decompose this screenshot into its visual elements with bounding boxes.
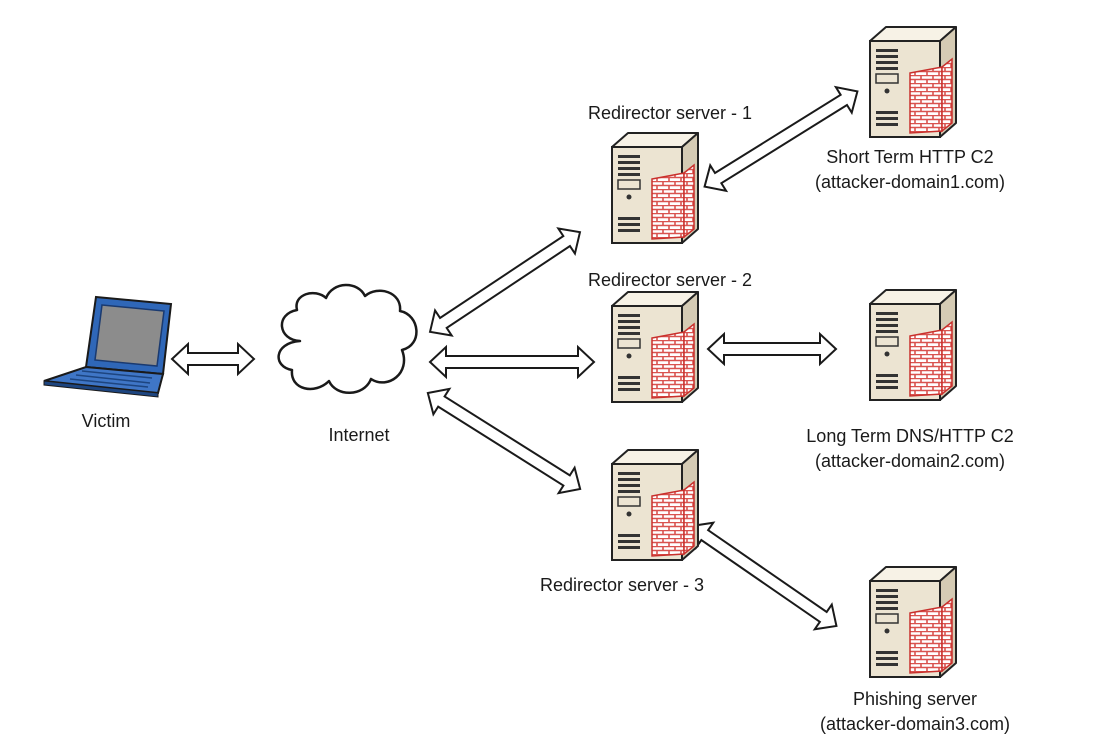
redirector-2-label: Redirector server - 2 (587, 270, 753, 290)
phishing-server-label: Phishing server (attacker-domain3.com) (795, 687, 1035, 737)
short-term-c2-name: Short Term HTTP C2 (826, 147, 994, 167)
internet-label: Internet (328, 425, 390, 445)
redirector-1-server-icon (611, 132, 699, 244)
phishing-server-domain: (attacker-domain3.com) (819, 714, 1011, 734)
redirector-3-server-icon (611, 449, 699, 561)
short-term-c2-server-icon (869, 26, 957, 138)
cloud-icon (277, 283, 418, 394)
arrow-redirector2-long-c2 (706, 331, 838, 367)
arrow-redirector3-phishing (690, 521, 838, 631)
phishing-server-icon (869, 566, 957, 678)
short-term-c2-label: Short Term HTTP C2 (attacker-domain1.com… (790, 145, 1030, 195)
arrow-victim-internet (170, 341, 256, 377)
phishing-server-name: Phishing server (852, 689, 978, 709)
long-term-c2-name: Long Term DNS/HTTP C2 (806, 426, 1014, 446)
redirector-2-server-icon (611, 291, 699, 403)
connection-arrows (170, 85, 859, 631)
short-term-c2-domain: (attacker-domain1.com) (814, 172, 1006, 192)
arrow-internet-redirector1 (428, 227, 582, 337)
arrow-internet-redirector2 (428, 344, 596, 380)
redirector-3-label: Redirector server - 3 (539, 575, 705, 595)
long-term-c2-label: Long Term DNS/HTTP C2 (attacker-domain2.… (785, 424, 1035, 474)
redirector-1-label: Redirector server - 1 (587, 103, 753, 123)
long-term-c2-server-icon (869, 289, 957, 401)
long-term-c2-domain: (attacker-domain2.com) (814, 451, 1006, 471)
arrow-internet-redirector3 (426, 387, 582, 495)
laptop-icon (43, 295, 173, 398)
victim-label: Victim (81, 411, 131, 431)
arrow-redirector1-short-c2 (703, 85, 859, 193)
